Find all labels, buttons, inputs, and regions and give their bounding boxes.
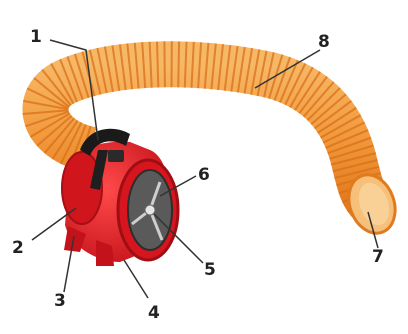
label-6: 6: [198, 165, 210, 185]
label-7: 7: [372, 247, 384, 267]
switch-box: [108, 150, 124, 162]
label-4: 4: [148, 303, 160, 323]
label-8: 8: [318, 32, 330, 52]
leader-4: [124, 260, 148, 298]
fan-hub: [145, 205, 155, 215]
label-5: 5: [204, 260, 216, 280]
hose-rib: [157, 42, 158, 88]
label-3: 3: [54, 291, 66, 311]
hose-rib: [164, 41, 165, 87]
label-2: 2: [12, 238, 24, 258]
hose-rib: [178, 41, 179, 87]
label-1: 1: [30, 27, 42, 47]
